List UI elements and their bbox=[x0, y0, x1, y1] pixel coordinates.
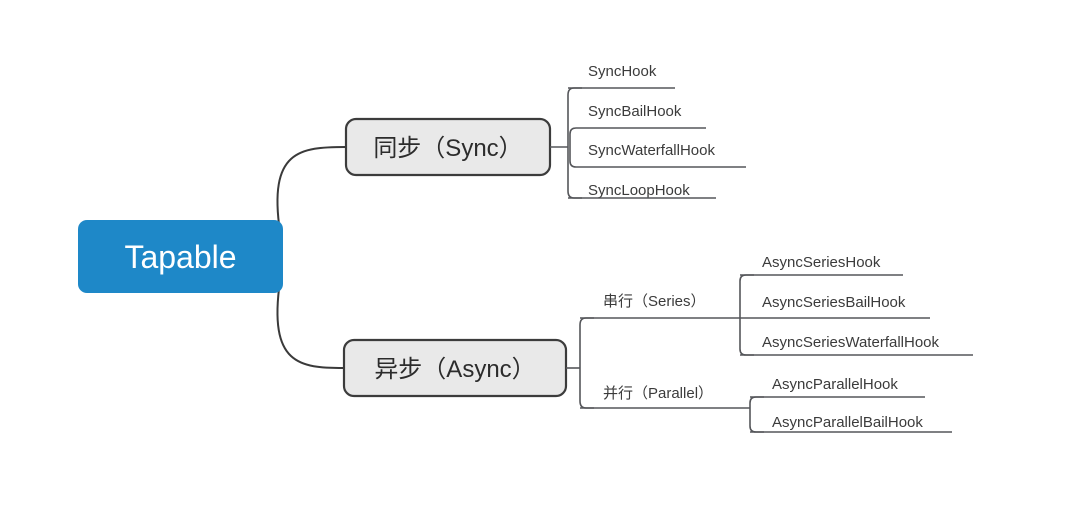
leaf-sync-waterfall-hook-label: SyncWaterfallHook bbox=[588, 142, 715, 159]
leaf-async-parallel-hook[interactable]: AsyncParallelHook bbox=[750, 376, 925, 398]
branch-node-sync[interactable]: 同步（Sync） bbox=[344, 117, 552, 177]
connector-root-to-sync bbox=[276, 146, 347, 233]
spine-parallel bbox=[749, 396, 764, 433]
branch-node-async-label: 异步（Async） bbox=[374, 356, 535, 383]
spine-async bbox=[579, 317, 594, 409]
group-parallel[interactable]: 并行（Parallel） bbox=[580, 385, 750, 409]
root-node[interactable]: Tapable bbox=[78, 220, 283, 293]
branch-node-async[interactable]: 异步（Async） bbox=[342, 338, 568, 398]
leaf-sync-hook-label: SyncHook bbox=[588, 63, 657, 80]
spine-sync-inner bbox=[569, 127, 582, 168]
group-series[interactable]: 串行（Series） bbox=[580, 293, 740, 319]
leaf-async-series-hook-label: AsyncSeriesHook bbox=[762, 254, 881, 271]
root-node-label: Tapable bbox=[124, 239, 236, 275]
leaf-sync-loop-hook[interactable]: SyncLoopHook bbox=[568, 182, 716, 199]
root-node-box bbox=[78, 220, 283, 293]
leaf-async-parallel-bail-hook-label: AsyncParallelBailHook bbox=[772, 414, 923, 431]
leaf-sync-bail-hook-label: SyncBailHook bbox=[588, 103, 682, 120]
group-series-label: 串行（Series） bbox=[603, 293, 706, 310]
leaf-async-series-waterfall-hook[interactable]: AsyncSeriesWaterfallHook bbox=[740, 334, 973, 356]
group-parallel-label: 并行（Parallel） bbox=[603, 385, 713, 402]
leaf-async-series-bail-hook-label: AsyncSeriesBailHook bbox=[762, 294, 906, 311]
leaf-async-series-hook[interactable]: AsyncSeriesHook bbox=[740, 254, 903, 276]
leaf-async-parallel-hook-label: AsyncParallelHook bbox=[772, 376, 898, 393]
branch-node-sync-label: 同步（Sync） bbox=[373, 135, 522, 162]
leaf-sync-hook[interactable]: SyncHook bbox=[568, 63, 675, 89]
leaf-sync-bail-hook[interactable]: SyncBailHook bbox=[582, 103, 706, 129]
leaf-async-series-waterfall-hook-label: AsyncSeriesWaterfallHook bbox=[762, 334, 940, 351]
leaf-async-parallel-bail-hook[interactable]: AsyncParallelBailHook bbox=[750, 414, 952, 433]
leaf-sync-waterfall-hook[interactable]: SyncWaterfallHook bbox=[582, 142, 746, 168]
connector-root-to-async bbox=[276, 280, 345, 369]
spine-series bbox=[739, 274, 754, 356]
leaf-async-series-bail-hook[interactable]: AsyncSeriesBailHook bbox=[740, 294, 930, 319]
leaf-sync-loop-hook-label: SyncLoopHook bbox=[588, 182, 690, 199]
